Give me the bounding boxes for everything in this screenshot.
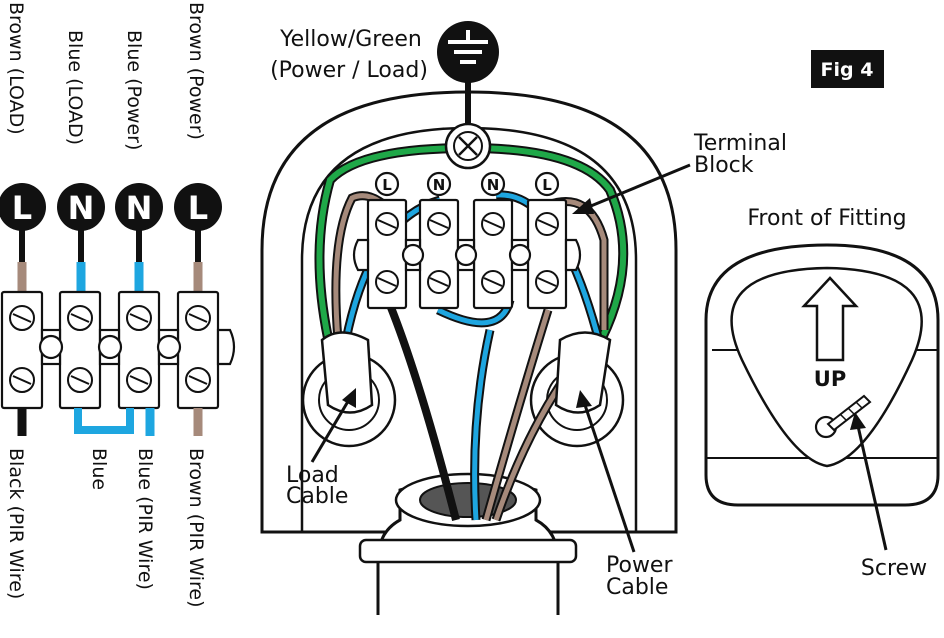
load-cable-label-line2: Cable	[286, 484, 348, 509]
screw-label: Screw	[861, 556, 927, 581]
terminal-block-label-line2: Block	[694, 153, 754, 178]
label-blue-pir: Blue (PIR Wire)	[134, 448, 156, 590]
terminal-badge-2: N	[57, 183, 105, 231]
label-brown-power: Brown (Power)	[185, 2, 207, 140]
earth-symbol-icon	[437, 21, 499, 83]
block-letter-1: L	[374, 171, 400, 197]
block-letter-4: L	[534, 171, 560, 197]
brown-wires	[331, 191, 609, 522]
load-cable-arrow	[310, 388, 356, 463]
block-letter-2: N	[426, 171, 452, 197]
terminal-block: L N N L	[352, 171, 582, 310]
label-brown-pir: Brown (PIR Wire)	[185, 448, 207, 608]
block-letter: L	[382, 176, 392, 194]
label-brown-load: Brown (LOAD)	[5, 2, 27, 135]
terminal-block-arrow	[572, 163, 691, 214]
label-blue: Blue	[88, 448, 110, 490]
power-cable-label-line2: Cable	[606, 575, 668, 600]
front-of-fitting: Front of Fitting UP Screw	[704, 206, 940, 581]
top-wires	[17, 228, 203, 292]
front-face	[730, 266, 923, 468]
power-cable-arrow	[576, 390, 636, 553]
black-wire	[386, 303, 460, 521]
block-letter: N	[433, 176, 446, 194]
screw-icon	[814, 394, 872, 439]
terminal-block-label-line1: Terminal	[693, 131, 787, 156]
figure-badge: Fig 4	[811, 50, 884, 88]
left-connector: Brown (LOAD) Blue (LOAD) Blue (Power) Br…	[0, 2, 236, 608]
terminal-badge-3: N	[115, 183, 163, 231]
block-letter-3: N	[480, 171, 506, 197]
earth-label-line1: Yellow/Green	[279, 27, 422, 52]
terminal-badge-4: L	[174, 183, 222, 231]
up-label: UP	[814, 367, 846, 391]
earth-label-line2: (Power / Load)	[270, 58, 428, 83]
load-cable-label-line1: Load	[286, 463, 339, 488]
badge-letter: L	[188, 189, 208, 227]
terminal-badge-1: L	[0, 183, 46, 231]
label-blue-power: Blue (Power)	[123, 30, 145, 150]
badge-letter: N	[68, 189, 95, 227]
screw-arrow	[850, 412, 888, 551]
label-blue-load: Blue (LOAD)	[64, 30, 86, 145]
block-letter: N	[487, 176, 500, 194]
front-view-title: Front of Fitting	[747, 206, 906, 231]
power-cable-label-line1: Power	[606, 553, 673, 578]
figure-label: Fig 4	[821, 59, 874, 81]
badge-letter: L	[12, 189, 32, 227]
up-arrow-icon	[801, 276, 859, 362]
badge-letter: N	[126, 189, 153, 227]
connector-screws	[9, 305, 211, 393]
label-black-pir: Black (PIR Wire)	[5, 448, 27, 599]
main-fitting: L N N L	[260, 21, 787, 615]
block-letter: L	[542, 176, 552, 194]
bottom-wires	[17, 408, 203, 436]
earth-screw	[444, 72, 492, 170]
cable-sleeves	[320, 331, 612, 414]
